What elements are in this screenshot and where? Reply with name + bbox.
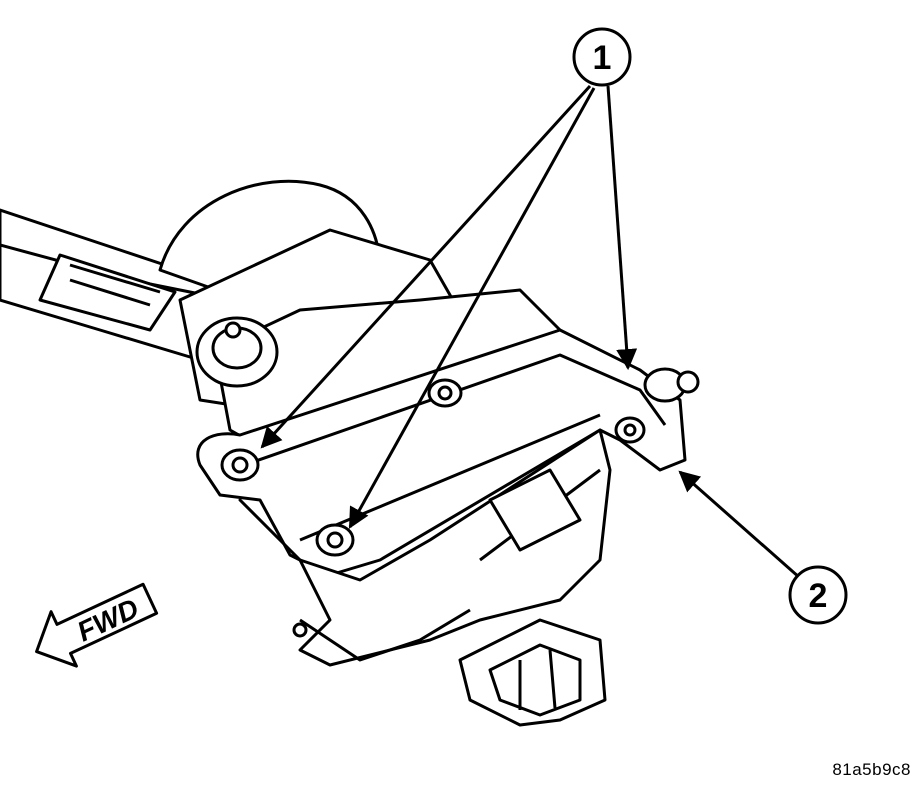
callout-2-label: 2 [809, 577, 828, 615]
callout-2-leader-line [678, 470, 801, 580]
fwd-arrow-icon: FWD [35, 582, 159, 668]
figure-id: 81a5b9c8 [832, 760, 911, 779]
electrical-connector [458, 618, 607, 727]
callout-1-bubble: 1 [572, 27, 632, 87]
mounting-bolts [220, 367, 700, 638]
callout-1-leader-lines [260, 84, 638, 529]
callout-2-bubble: 2 [788, 565, 848, 625]
callout-1-label: 1 [593, 39, 612, 77]
gearbox-body [238, 428, 612, 667]
